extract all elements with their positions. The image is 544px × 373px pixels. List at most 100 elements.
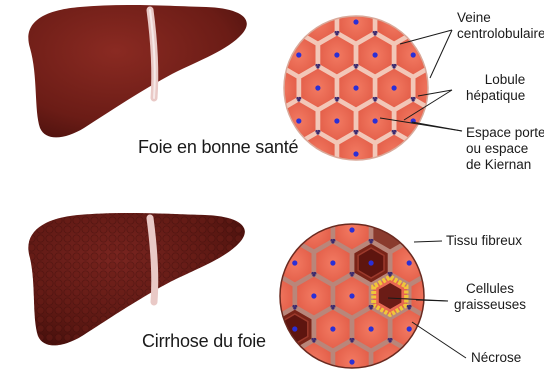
portal-space-dot <box>350 273 353 276</box>
central-vein-dot <box>430 85 435 90</box>
portal-space-dot <box>316 65 319 68</box>
cirrhotic-lobule-view <box>256 207 448 373</box>
portal-space-dot <box>275 338 278 341</box>
central-vein-dot <box>277 85 282 90</box>
central-vein-dot <box>349 227 354 232</box>
central-vein-dot <box>353 151 358 156</box>
label-fibrous-tissue: Tissu fibreux <box>446 233 522 249</box>
portal-space-dot <box>293 306 296 309</box>
portal-space-dot <box>335 32 338 35</box>
portal-space-dot <box>297 98 300 101</box>
portal-space-dot <box>408 240 411 243</box>
portal-space-dot <box>316 0 319 3</box>
portal-space-dot <box>393 65 396 68</box>
central-vein-dot <box>311 227 316 232</box>
portal-space-dot <box>293 240 296 243</box>
label-line: de Kiernan <box>466 157 544 173</box>
portal-space-dot <box>335 163 338 166</box>
portal-space-dot <box>279 64 282 67</box>
label-fat-cells: Cellules graisseuses <box>466 281 526 313</box>
portal-space-dot <box>354 131 357 134</box>
portal-space-dot <box>389 273 392 276</box>
label-line: Lobule <box>474 72 525 88</box>
label-line: Nécrose <box>471 350 521 366</box>
portal-space-dot <box>274 273 277 276</box>
central-vein-dot <box>315 151 320 156</box>
portal-space-dot <box>445 305 448 308</box>
portal-space-dot <box>279 130 282 133</box>
portal-space-dot <box>312 339 315 342</box>
label-line: Veine <box>457 10 544 26</box>
portal-space-dot <box>312 207 315 210</box>
portal-space-dot <box>275 272 278 275</box>
portal-space-dot <box>370 240 373 243</box>
central-vein-dot <box>334 52 339 57</box>
central-vein-dot <box>373 118 378 123</box>
central-vein-dot <box>353 85 358 90</box>
portal-space-dot <box>297 32 300 35</box>
central-vein-dot <box>292 326 297 331</box>
portal-space-dot <box>393 0 396 3</box>
portal-space-dot <box>298 31 301 34</box>
healthy-caption: Foie en bonne santé <box>138 137 298 158</box>
portal-space-dot <box>430 64 433 67</box>
central-vein-dot <box>369 326 374 331</box>
portal-space-dot <box>430 130 433 133</box>
label-line: Cellules <box>466 281 526 297</box>
portal-space-dot <box>431 65 434 68</box>
central-vein-dot <box>349 293 354 298</box>
portal-space-dot <box>374 163 377 166</box>
central-vein-dot <box>373 52 378 57</box>
portal-space-dot <box>373 163 376 166</box>
portal-space-dot <box>449 97 452 100</box>
portal-space-dot <box>312 273 315 276</box>
cirrhosis-caption: Cirrhose du foie <box>142 331 266 352</box>
central-vein-dot <box>330 326 335 331</box>
central-vein-dot <box>369 260 374 265</box>
central-vein-dot <box>296 52 301 57</box>
central-vein-dot <box>349 359 354 364</box>
portal-space-dot <box>298 163 301 166</box>
label-line: ou espace <box>466 141 544 157</box>
portal-space-dot <box>278 65 281 68</box>
portal-space-dot <box>411 31 414 34</box>
label-line: graisseuses <box>454 297 526 313</box>
portal-space-dot <box>335 98 338 101</box>
portal-space-dot <box>331 240 334 243</box>
portal-space-dot <box>407 239 410 242</box>
portal-space-dot <box>412 98 415 101</box>
label-necrosis: Nécrose <box>471 350 521 366</box>
central-vein-dot <box>388 359 393 364</box>
central-vein-dot <box>392 151 397 156</box>
portal-space-dot <box>316 131 319 134</box>
central-vein-dot <box>334 118 339 123</box>
central-vein-dot <box>296 118 301 123</box>
portal-space-dot <box>256 305 259 308</box>
healthy-liver <box>28 5 246 137</box>
portal-space-dot <box>374 32 377 35</box>
portal-space-dot <box>354 0 357 3</box>
portal-space-dot <box>389 339 392 342</box>
portal-space-dot <box>294 239 297 242</box>
portal-space-dot <box>426 272 429 275</box>
central-vein-dot <box>353 19 358 24</box>
portal-space-dot <box>374 98 377 101</box>
portal-space-dot <box>426 338 429 341</box>
label-portal-space: Espace porte ou espace de Kiernan <box>466 125 544 173</box>
label-line: hépatique <box>466 88 525 104</box>
portal-space-dot <box>411 163 414 166</box>
portal-space-dot <box>370 306 373 309</box>
label-line: Espace porte <box>466 125 544 141</box>
portal-space-dot <box>354 65 357 68</box>
portal-space-dot <box>427 273 430 276</box>
central-vein-dot <box>311 293 316 298</box>
central-vein-dot <box>407 326 412 331</box>
central-vein-dot <box>392 85 397 90</box>
central-vein-dot <box>273 293 278 298</box>
portal-space-dot <box>336 163 339 166</box>
portal-space-dot <box>389 207 392 210</box>
portal-space-dot <box>260 97 263 100</box>
central-vein-dot <box>407 260 412 265</box>
portal-space-dot <box>393 131 396 134</box>
